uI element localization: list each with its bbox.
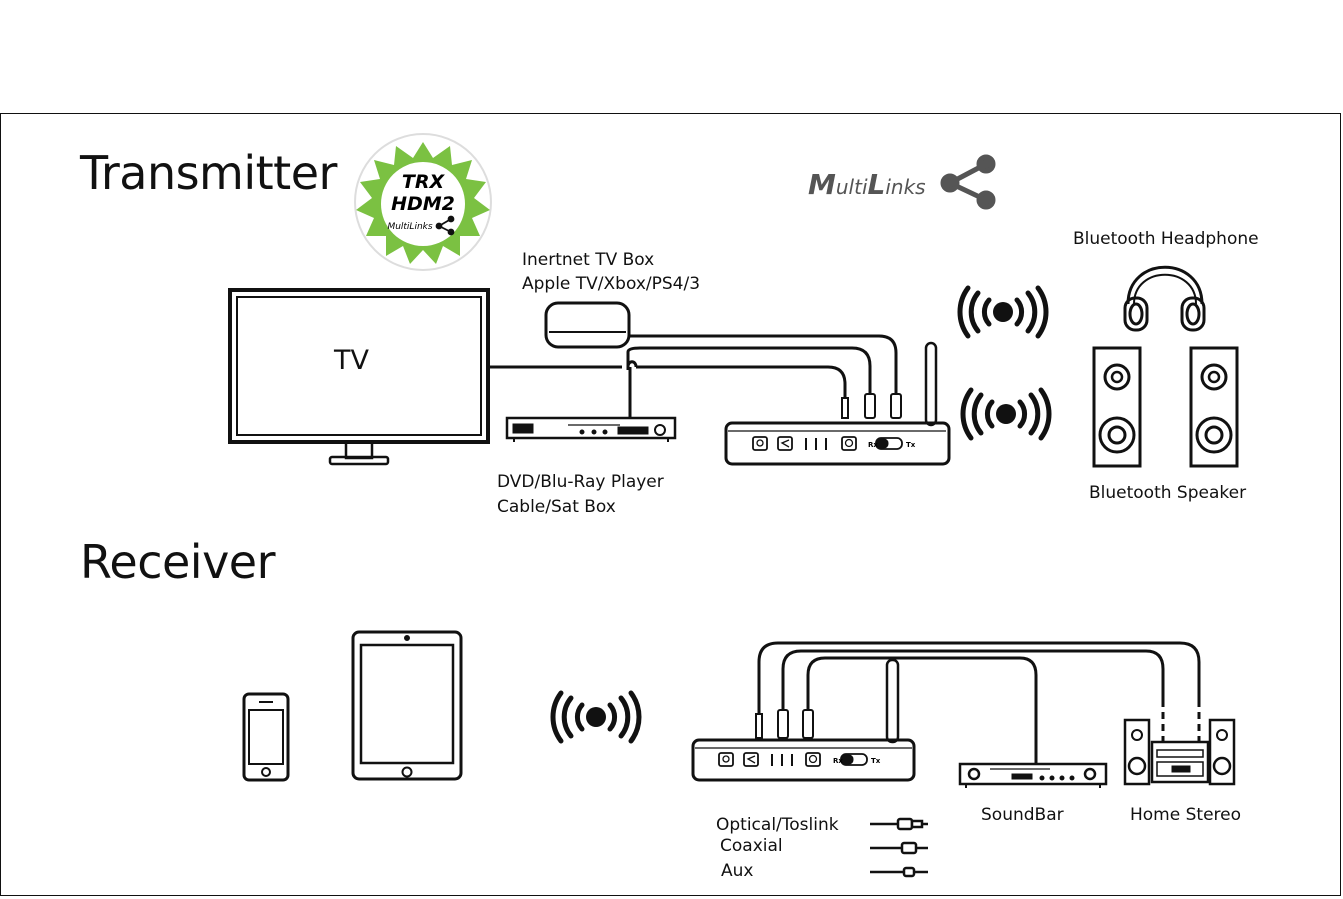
speaker-label: Bluetooth Speaker <box>1089 483 1247 503</box>
home-stereo-icon <box>1123 718 1236 786</box>
wireless-signal-icon-receiver <box>550 690 642 744</box>
wireless-signal-icon-bottom <box>960 387 1052 441</box>
headphone-label: Bluetooth Headphone <box>1073 229 1259 249</box>
tv-box-label-line2: Apple TV/Xbox/PS4/3 <box>522 274 701 294</box>
transmitter-title: Transmitter <box>80 146 337 200</box>
legend-coaxial: Coaxial <box>720 836 783 856</box>
tv-box-icon <box>544 301 631 349</box>
legend-aux: Aux <box>721 861 754 881</box>
badge-share-icon <box>435 215 455 236</box>
badge-line1: TRX <box>402 171 446 193</box>
rx-hub-rx-label: Rx <box>833 757 843 765</box>
home-stereo-label: Home Stereo <box>1130 805 1241 825</box>
transmitter-plugs <box>841 393 902 419</box>
receiver-hub-icon <box>691 658 916 782</box>
badge-line2: HDM2 <box>391 193 455 215</box>
transmitter-cables <box>488 334 898 418</box>
badge-brand: MultiLinks <box>387 222 432 232</box>
soundbar-icon <box>958 762 1108 788</box>
receiver-dashed-cables <box>1161 700 1201 742</box>
dvd-label-line1: DVD/Blu-Ray Player <box>497 472 664 492</box>
optical-cable-icon <box>870 817 928 831</box>
wireless-signal-icon-top <box>957 285 1049 339</box>
receiver-title: Receiver <box>80 535 276 589</box>
trx-hdm2-badge: TRX HDM2 MultiLinks <box>354 133 492 271</box>
svg-text:MultiLinks: MultiLinks <box>808 168 926 201</box>
rx-hub-tx-label: Tx <box>871 757 881 765</box>
dvd-player-icon <box>505 416 677 442</box>
tv-label: TV <box>334 345 369 376</box>
share-icon <box>940 154 996 210</box>
soundbar-label: SoundBar <box>981 805 1064 825</box>
bluetooth-speaker-icon <box>1092 346 1239 468</box>
transmitter-hub-icon <box>724 341 951 466</box>
aux-cable-icon <box>870 866 928 878</box>
tx-hub-rx-label: Rx <box>868 441 878 449</box>
legend-optical: Optical/Toslink <box>716 815 839 835</box>
diagram-frame <box>0 113 1341 896</box>
headphone-icon <box>1123 265 1206 332</box>
dvd-label-line2: Cable/Sat Box <box>497 497 616 517</box>
multilinks-logo: MultiLinks <box>808 154 996 210</box>
coaxial-cable-icon <box>870 841 928 855</box>
tablet-icon <box>351 630 463 781</box>
phone-icon <box>242 692 290 782</box>
tv-icon <box>228 288 490 466</box>
tx-hub-tx-label: Tx <box>906 441 916 449</box>
receiver-plugs <box>755 709 814 739</box>
receiver-cables <box>757 641 1201 764</box>
tv-box-label-line1: Inertnet TV Box <box>522 250 655 270</box>
